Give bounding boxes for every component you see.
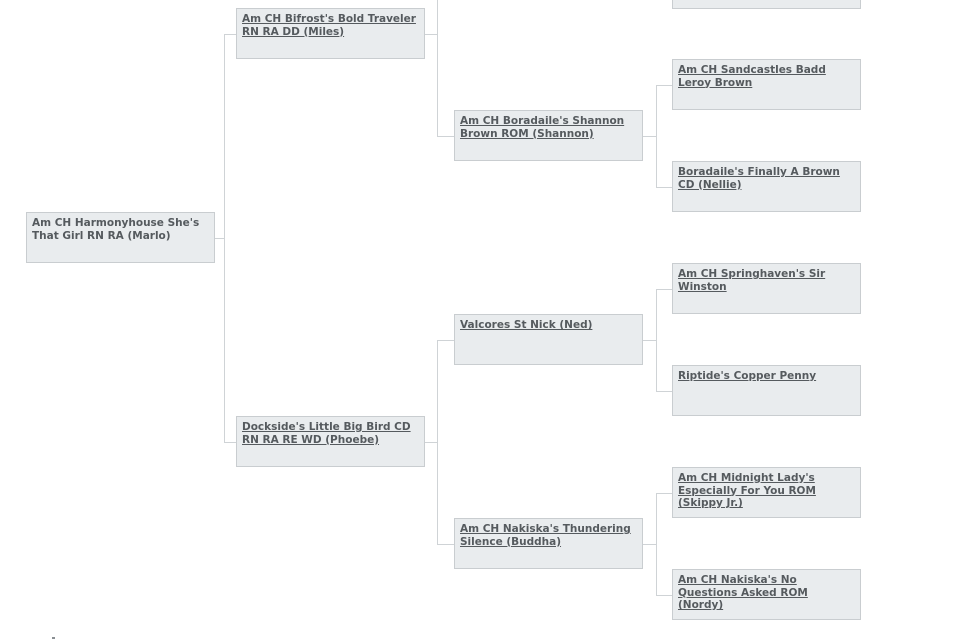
- connector-line: [643, 136, 656, 137]
- connector-line: [437, 544, 454, 545]
- connector-line: [437, 340, 438, 544]
- connector-line: [643, 340, 656, 341]
- connector-line: [425, 34, 437, 35]
- connector-line: [656, 85, 673, 86]
- pedigree-box-dam-dam-dam: Am CH Nakiska's No Questions Asked ROM (…: [672, 569, 861, 620]
- pedigree-box-dam-sire-dam: Riptide's Copper Penny: [672, 365, 861, 416]
- sire-link[interactable]: Am CH Bifrost's Bold Traveler RN RA DD (…: [242, 13, 416, 38]
- dam-dam-link[interactable]: Am CH Nakiska's Thundering Silence (Budd…: [460, 523, 631, 548]
- connector-line: [656, 289, 673, 290]
- subject-name: Am CH Harmonyhouse She's That Girl RN RA…: [32, 217, 200, 242]
- connector-line: [224, 34, 236, 35]
- connector-line: [437, 136, 454, 137]
- pedigree-box-sire-dam-dam: Boradaile's Finally A Brown CD (Nellie): [672, 161, 861, 212]
- pedigree-box-dam-dam: Am CH Nakiska's Thundering Silence (Budd…: [454, 518, 643, 569]
- pedigree-box-sire: Am CH Bifrost's Bold Traveler RN RA DD (…: [236, 8, 425, 59]
- pedigree-box-offscreen: [672, 0, 861, 9]
- connector-line: [656, 289, 657, 391]
- connector-line: [215, 238, 224, 239]
- dam-dam-dam-link[interactable]: Am CH Nakiska's No Questions Asked ROM (…: [678, 574, 808, 611]
- pedigree-box-sire-dam-sire: Am CH Sandcastles Badd Leroy Brown: [672, 59, 861, 110]
- pedigree-box-dam: Dockside's Little Big Bird CD RN RA RE W…: [236, 416, 425, 467]
- connector-line: [437, 340, 454, 341]
- connector-line: [656, 493, 657, 595]
- dam-sire-link[interactable]: Valcores St Nick (Ned): [460, 319, 593, 331]
- connector-line: [656, 85, 657, 187]
- dam-dam-sire-link[interactable]: Am CH Midnight Lady's Especially For You…: [678, 472, 816, 509]
- connector-line: [437, 0, 438, 136]
- connector-line: [656, 493, 673, 494]
- connector-line: [425, 442, 437, 443]
- pedigree-box-dam-dam-sire: Am CH Midnight Lady's Especially For You…: [672, 467, 861, 518]
- dam-sire-dam-link[interactable]: Riptide's Copper Penny: [678, 370, 817, 382]
- connector-line: [224, 442, 236, 443]
- sire-dam-sire-link[interactable]: Am CH Sandcastles Badd Leroy Brown: [678, 64, 826, 89]
- sire-dam-link[interactable]: Am CH Boradaile's Shannon Brown ROM (Sha…: [460, 115, 625, 140]
- connector-line: [656, 187, 673, 188]
- connector-line: [656, 391, 673, 392]
- connector-line: [643, 544, 656, 545]
- pedigree-box-sire-dam: Am CH Boradaile's Shannon Brown ROM (Sha…: [454, 110, 643, 161]
- pedigree-box-dam-sire-sire: Am CH Springhaven's Sir Winston: [672, 263, 861, 314]
- pedigree-box-subject: Am CH Harmonyhouse She's That Girl RN RA…: [26, 212, 215, 263]
- dam-link[interactable]: Dockside's Little Big Bird CD RN RA RE W…: [242, 421, 411, 446]
- dam-sire-sire-link[interactable]: Am CH Springhaven's Sir Winston: [678, 268, 826, 293]
- connector-line: [224, 34, 225, 442]
- connector-line: [656, 595, 673, 596]
- page-marker: [52, 637, 55, 639]
- sire-dam-dam-link[interactable]: Boradaile's Finally A Brown CD (Nellie): [678, 166, 840, 191]
- pedigree-box-dam-sire: Valcores St Nick (Ned): [454, 314, 643, 365]
